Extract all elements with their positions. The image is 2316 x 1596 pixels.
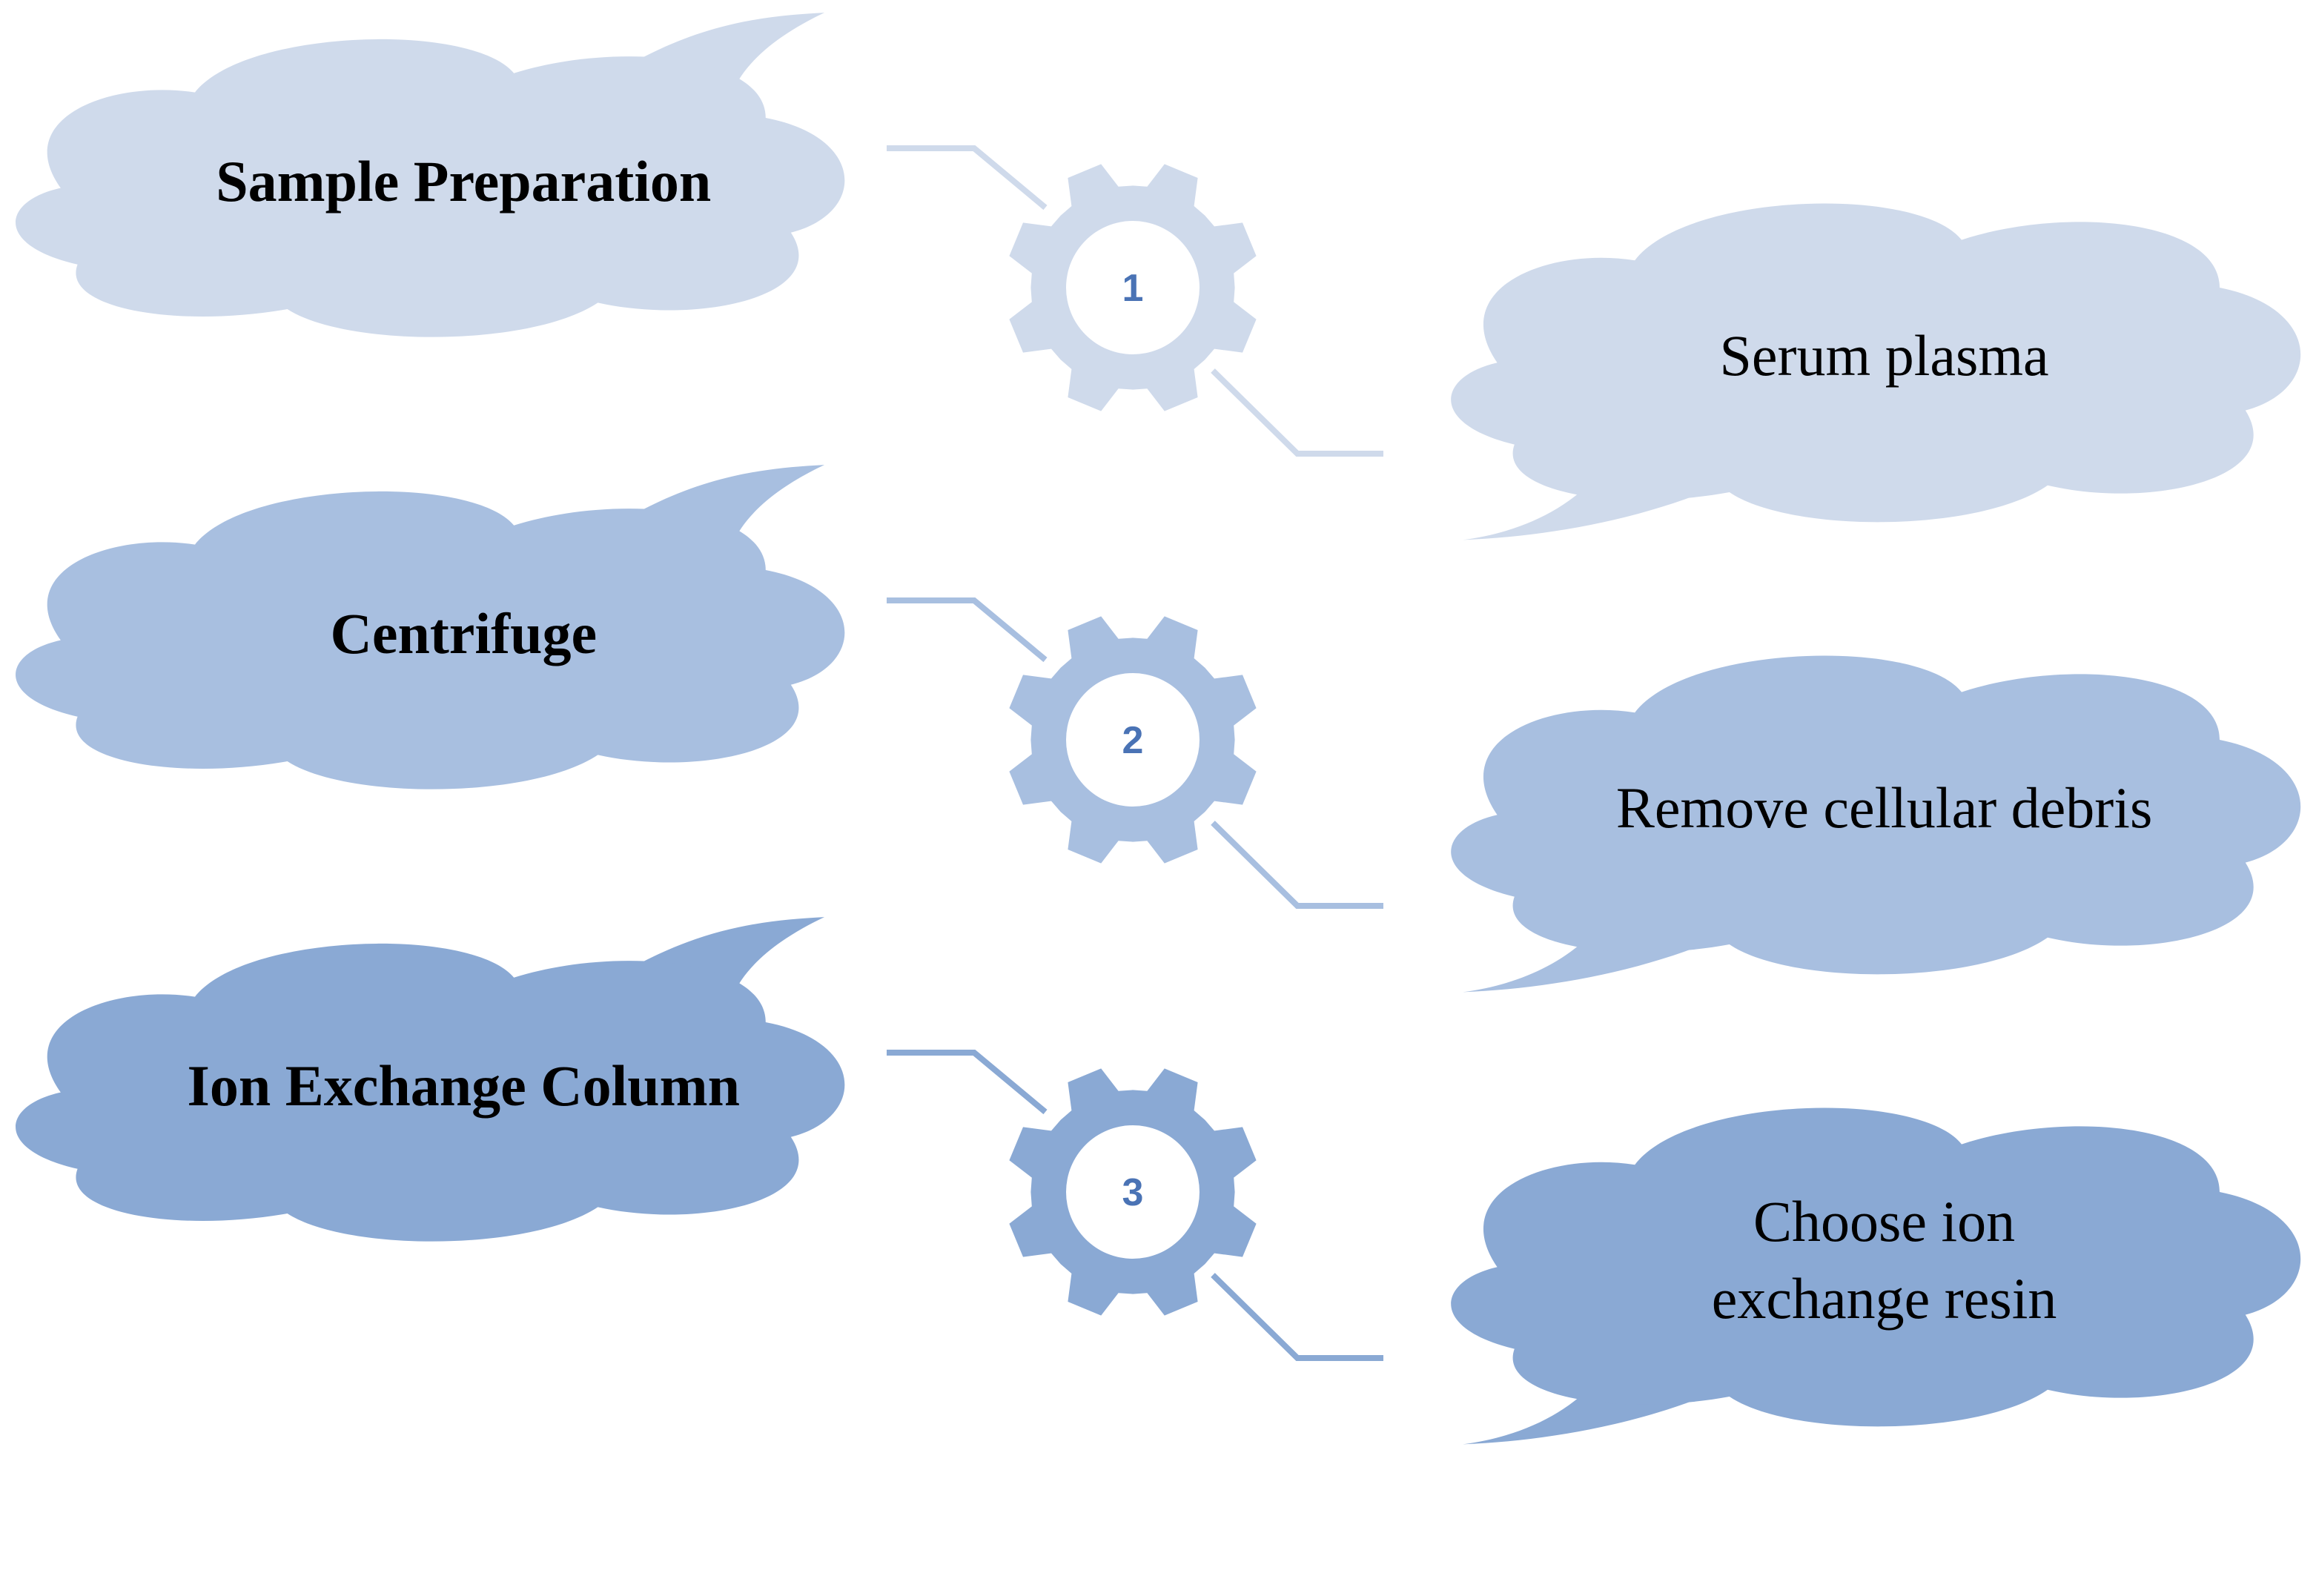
step-number: 2 bbox=[1122, 719, 1144, 762]
gear-hub bbox=[1066, 221, 1200, 354]
connector-line-in bbox=[887, 1050, 1048, 1115]
connector-line-in bbox=[887, 597, 1048, 663]
connector-line-out bbox=[1211, 821, 1383, 909]
right-cloud-label: Serum plasma bbox=[1720, 323, 2049, 388]
gear-hub bbox=[1066, 673, 1200, 807]
left-cloud-label: Centrifuge bbox=[331, 601, 598, 666]
gear-hub bbox=[1066, 1125, 1200, 1259]
left-cloud-label: Ion Exchange Column bbox=[188, 1053, 741, 1118]
left-cloud bbox=[16, 943, 845, 1242]
right-cloud bbox=[1451, 203, 2301, 523]
connector-line-out bbox=[1211, 1273, 1383, 1361]
right-cloud bbox=[1451, 655, 2301, 975]
left-cloud bbox=[16, 491, 845, 789]
connector-line-out bbox=[1211, 368, 1383, 457]
step-number: 3 bbox=[1122, 1171, 1144, 1214]
left-cloud bbox=[16, 39, 845, 337]
right-cloud bbox=[1451, 1107, 2301, 1427]
left-cloud-label: Sample Preparation bbox=[216, 149, 711, 213]
right-cloud-label: exchange resin bbox=[1712, 1266, 2057, 1331]
connector-line-in bbox=[887, 145, 1048, 211]
step-number: 1 bbox=[1122, 267, 1144, 310]
right-cloud-label: Choose ion bbox=[1753, 1189, 2015, 1254]
right-cloud-label: Remove cellular debris bbox=[1616, 775, 2152, 840]
